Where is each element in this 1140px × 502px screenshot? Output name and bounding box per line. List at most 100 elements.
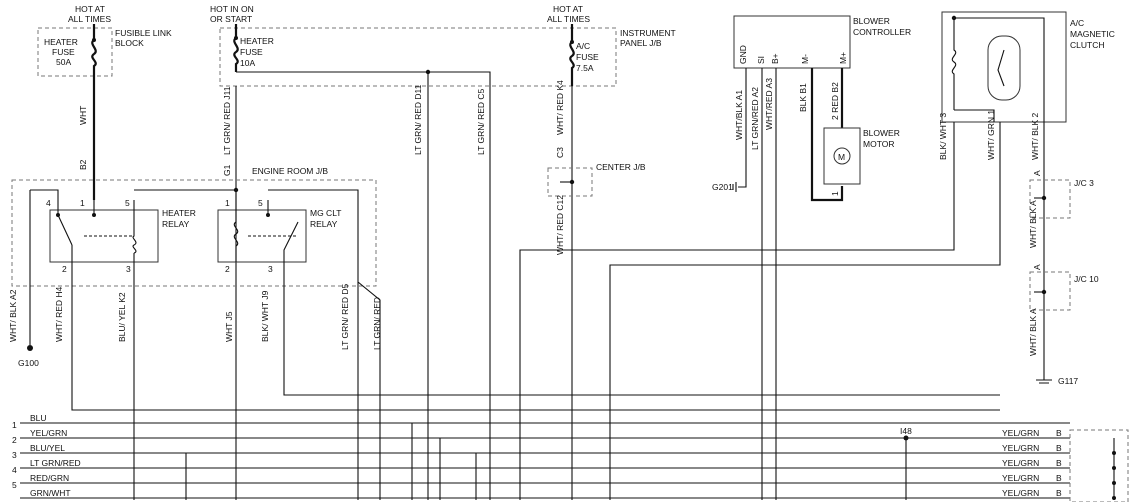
blower-motor-m: M [838,152,845,162]
right-row-1-pin: B [1056,428,1062,438]
heater-relay-pin5: 5 [125,198,130,208]
mgclt-relay-pin1: 1 [225,198,230,208]
wire-label-wht-blk-2: WHT/ BLK 2 [1030,112,1040,160]
blower-motor-label-1: BLOWER [863,128,900,138]
wire-label-wht-red-a3: WHT/RED A3 [764,78,774,130]
supply-label-hot-at-all-times-2: ALL TIMES [68,14,111,24]
heater10-fuse-label-1: HEATER [240,36,274,46]
bus-row-1-num: 1 [12,420,17,430]
blower-motor-pin1: 1 [830,191,840,196]
mgclt-relay-box [217,209,307,263]
wire-label-wht-red-h4: WHT/ RED H4 [54,286,64,342]
bus-row-1-color: BLU [30,413,47,423]
wire-label-c3: C3 [555,147,565,158]
ip-jb-label-1: INSTRUMENT [620,28,676,38]
heater-relay-box [49,209,159,263]
jc3-box [1029,179,1071,219]
heater10-fuse-label-2: FUSE [240,47,263,57]
center-jb-label: CENTER J/B [596,162,646,172]
blower-controller-box [733,15,851,69]
ground-label-g201: G201 [712,182,733,192]
ground-label-g117: G117 [1058,376,1078,386]
supply-label-hot-at-all-times-b1: HOT AT [553,4,583,14]
wire-label-wht-blk-a2: WHT/ BLK A2 [8,289,18,342]
mgclt-relay-pin5: 5 [258,198,263,208]
jc10-box [1029,271,1071,311]
heater-fuse-10a-symbol [233,24,239,72]
ctrl-pin-bplus: B+ [770,53,780,64]
heater-relay-pin1: 1 [80,198,85,208]
wire-label-b2: B2 [78,159,88,170]
right-row-5-color: YEL/GRN [1002,488,1039,498]
bus-row-3-num: 3 [12,450,17,460]
bus-row-2-color: YEL/GRN [30,428,67,438]
ac-fuse-symbol [569,24,575,86]
wire-label-wht-red-c12: WHT/ RED C12 [555,195,565,255]
wire-label-wht-red-k4: WHT/ RED K4 [555,80,565,135]
right-row-4-pin: B [1056,473,1062,483]
blower-controller-label-1: BLOWER [853,16,890,26]
wire-label-blk-b1: BLK B1 [798,83,808,112]
jc10-label: J/C 10 [1074,274,1099,284]
ac-fuse-label-2: FUSE [576,52,599,62]
bus-row-3-color: BLU/YEL [30,443,65,453]
wire-label-ltgrn-red-j11: LT GRN/ RED J11 [222,86,232,155]
heater-relay-label-2: RELAY [162,219,190,229]
heater-fuse-label-3: 50A [56,57,71,67]
wire-label-ltgrn-red-free: LT GRN/ RED [372,297,382,350]
wire-label-ltgrn-red-d11: LT GRN/ RED D11 [413,84,423,155]
fusible-link-label-2: BLOCK [115,38,144,48]
ac-clutch-label-3: CLUTCH [1070,40,1104,50]
ac-clutch-coil [987,35,1021,101]
heater-relay-label-1: HEATER [162,208,196,218]
ground-g100 [27,345,33,351]
heater-relay-pin3: 3 [126,264,131,274]
wire-label-wht-blk-a-mid: WHT/ BLK A [1028,200,1038,248]
wire-label-blk-wht-3: BLK/ WHT 3 [938,113,948,160]
ac-clutch-label-2: MAGNETIC [1070,29,1115,39]
center-jb-box [547,167,593,197]
heater-fuse-label-1: HEATER [44,37,78,47]
right-row-5-pin: B [1056,488,1062,498]
engine-room-jb-box [11,179,377,287]
supply-label-hot-in-on-2: OR START [210,14,252,24]
jc3-label: J/C 3 [1074,178,1094,188]
wire-label-ltgrn-red-a2: LT GRN/RED A2 [750,87,760,150]
ground-label-g100: G100 [18,358,39,368]
bus-row-2-num: 2 [12,435,17,445]
wire-label-ltgrn-red-d5: LT GRN/ RED D5 [340,283,350,350]
splice-label-i48: I48 [900,426,912,436]
wire-label-blk-wht-j9: BLK/ WHT J9 [260,290,270,342]
ip-jb-label-2: PANEL J/B [620,38,662,48]
right-connector-box [1069,429,1129,502]
ac-clutch-label-1: A/C [1070,18,1084,28]
fusible-link-label-1: FUSIBLE LINK [115,28,172,38]
supply-label-hot-at-all-times-b2: ALL TIMES [547,14,590,24]
mgclt-relay-pin3: 3 [268,264,273,274]
wire-label-ltgrn-red-c5: LT GRN/ RED C5 [476,88,486,155]
right-row-3-color: YEL/GRN [1002,458,1039,468]
ctrl-pin-mplus: M+ [838,52,848,64]
heater-relay-pin4: 4 [46,198,51,208]
bus-row-5-color: RED/GRN [30,473,69,483]
bus-row-5-num: 5 [12,480,17,490]
ctrl-pin-si: SI [756,56,766,64]
right-row-2-pin: B [1056,443,1062,453]
right-row-2-color: YEL/GRN [1002,443,1039,453]
bus-row-6-color: GRN/WHT [30,488,71,498]
wire-label-blu-yel-k2: BLU/ YEL K2 [117,292,127,342]
heater10-fuse-label-3: 10A [240,58,255,68]
wire-label-red-b2: 2 RED B2 [830,82,840,120]
mgclt-relay-label-1: MG CLT [310,208,341,218]
heater-relay-pin2: 2 [62,264,67,274]
mgclt-relay-pin2: 2 [225,264,230,274]
heater-fuse-label-2: FUSE [52,47,75,57]
blower-motor-box [823,127,861,185]
right-row-4-color: YEL/GRN [1002,473,1039,483]
wire-label-wht-grn-1: WHT/ GRN 1 [986,110,996,160]
wire-label-wht-main: WHT [78,106,88,125]
mgclt-relay-label-2: RELAY [310,219,338,229]
ac-clutch-box [941,11,1067,123]
instrument-panel-jb-box [219,27,617,87]
